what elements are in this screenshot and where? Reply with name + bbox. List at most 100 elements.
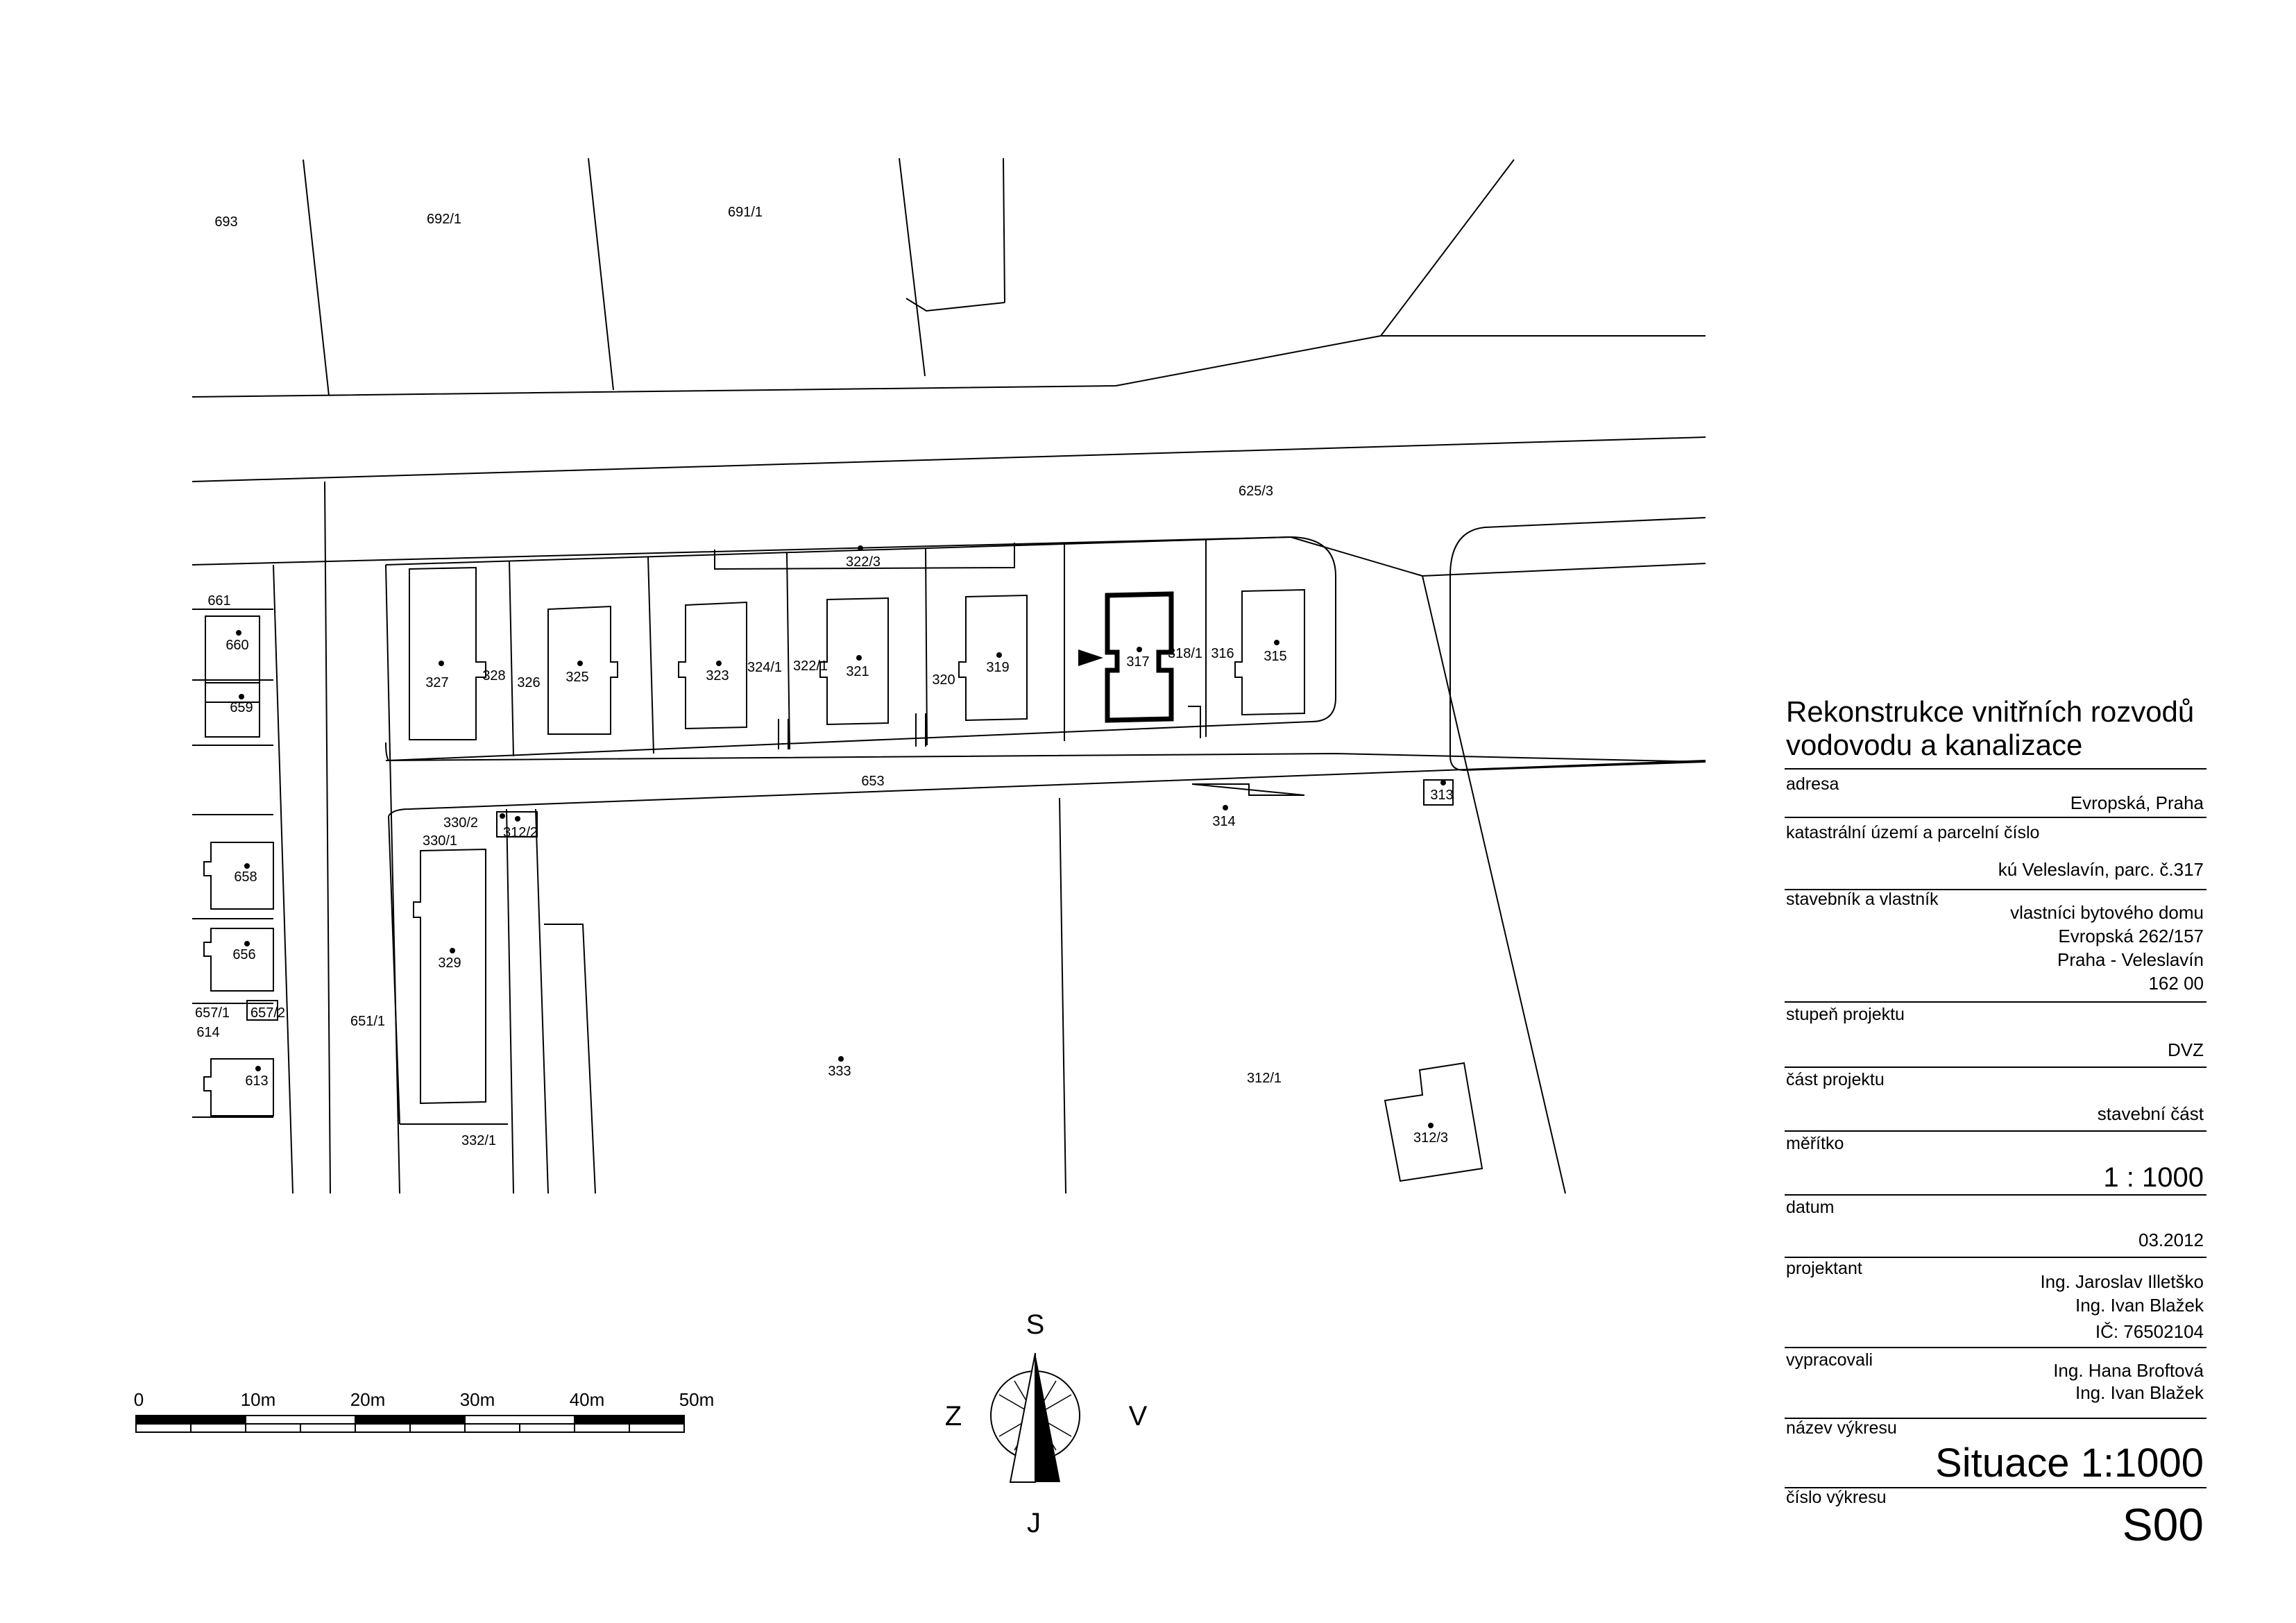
building-footprint [819,597,889,726]
prepared-line1: Ing. Hana Broftová [2053,1360,2204,1381]
building-footprint [203,928,274,992]
boundary-line [1422,575,1566,1194]
scale-label: 20m [350,1389,386,1410]
parcel-label: 661 [207,593,230,609]
parcel-label: 324/1 [747,660,782,675]
buildings [203,566,1483,1182]
boundary-line [1379,159,1515,337]
parcel-label: 656 [232,947,255,962]
designer-line3: IČ: 76502104 [2095,1321,2204,1342]
drawing-name-value: Situace 1:1000 [1935,1441,2204,1486]
parcel-label: 322/1 [793,658,828,674]
road-edge [1422,563,1706,577]
cadastre-value: kú Veleslavín, parc. č.317 [1998,859,2204,880]
boundary-line [905,298,1005,312]
road-edge [388,760,1706,817]
cadastre-label: katastrální území a parcelní číslo [1786,823,2039,842]
parcel-label: 330/1 [423,833,457,849]
compass-west-label: Z [945,1401,962,1431]
boundary-line [1188,706,1201,738]
road-edge [1449,517,1706,772]
scale-label: 30m [460,1389,495,1410]
block-outline [385,742,389,761]
boundary-line [925,547,928,746]
building-footprint [409,566,486,740]
parcel-points [236,545,1446,1128]
date-value: 03.2012 [2138,1230,2204,1250]
parcel-label: 328 [482,668,505,683]
boundary-line [647,556,654,754]
scale-bar: 0 10m 20m 30m 40m 50m [134,1389,715,1433]
building-footprint [1234,588,1305,716]
parcel-label: 658 [234,869,257,885]
parcel-label: 691/1 [728,205,763,220]
date-label: datum [1786,1198,1834,1217]
compass-south-label: J [1027,1508,1041,1538]
parcel-label: 659 [230,700,253,715]
road-edge [273,564,294,1194]
parcel-label: 318/1 [1168,646,1202,661]
scale-label-tb: měřítko [1786,1134,1844,1153]
parcel-label: 312/3 [1413,1130,1448,1146]
drawing-number-label: číslo výkresu [1786,1488,1886,1507]
address-value: Evropská, Praha [2070,792,2204,813]
parcel-label: 660 [226,638,248,653]
parcel-label: 651/1 [350,1014,385,1029]
boundary-line [506,808,514,1194]
building-footprint [1191,783,1305,796]
parcel-boundaries [192,158,1706,1194]
building-footprint [958,594,1028,722]
owner-line1: vlastníci bytového domu [2010,902,2204,923]
owner-line4: 162 00 [2148,973,2204,994]
entrance-arrow-icon [1078,649,1103,666]
building-footprint [678,601,747,730]
boundary-line [303,159,330,396]
building-footprint [205,615,260,703]
compass-rose-icon: S J Z V [945,1309,1148,1538]
compass-east-label: V [1129,1401,1148,1431]
scale-value: 1 : 1000 [2103,1162,2204,1193]
road-edge [385,752,1706,763]
boundary-line [388,815,400,1125]
parcel-label: 323 [706,668,729,683]
parcel-label: 317 [1126,654,1149,670]
parcel-label: 325 [566,670,588,685]
boundary-line [544,924,596,1194]
scale-label: 0 [134,1389,144,1410]
road-edge [324,481,331,1194]
scale-label: 50m [679,1389,715,1410]
part-value: stavební část [2098,1103,2204,1124]
part-label: část projektu [1786,1070,1885,1089]
building-footprint [203,1058,274,1116]
owner-line2: Evropská 262/157 [2058,926,2204,946]
parcel-label: 312/2 [503,825,538,840]
parcel-label: 322/3 [846,554,881,570]
boundary-line [246,1000,278,1021]
boundary-line [496,811,538,838]
building-footprint [547,605,618,735]
scale-label: 40m [570,1389,605,1410]
scale-label: 10m [241,1389,276,1410]
parcel-label: 657/2 [250,1005,285,1021]
block-outline [385,536,1336,761]
parcel-label: 614 [196,1025,219,1040]
stage-label: stupeň projektu [1786,1005,1905,1024]
parcel-label: 329 [438,955,461,971]
stage-value: DVZ [2168,1039,2204,1060]
boundary-line [786,552,790,750]
drawing-name-label: název výkresu [1786,1418,1897,1438]
building-footprint [203,842,274,910]
boundary-line [1003,158,1005,303]
parcel-label: 319 [986,660,1009,675]
parcel-label: 692/1 [427,212,461,227]
parcel-label: 333 [828,1064,851,1079]
parcel-label: 326 [517,675,540,690]
owner-label: stavebník a vlastník [1786,890,1939,909]
parcel-label: 315 [1264,649,1286,664]
parcel-label: 321 [846,664,869,679]
building-footprint [413,848,486,1105]
road-edge [385,564,400,1194]
boundary-line [714,543,1015,570]
parcel-label: 313 [1430,788,1453,803]
